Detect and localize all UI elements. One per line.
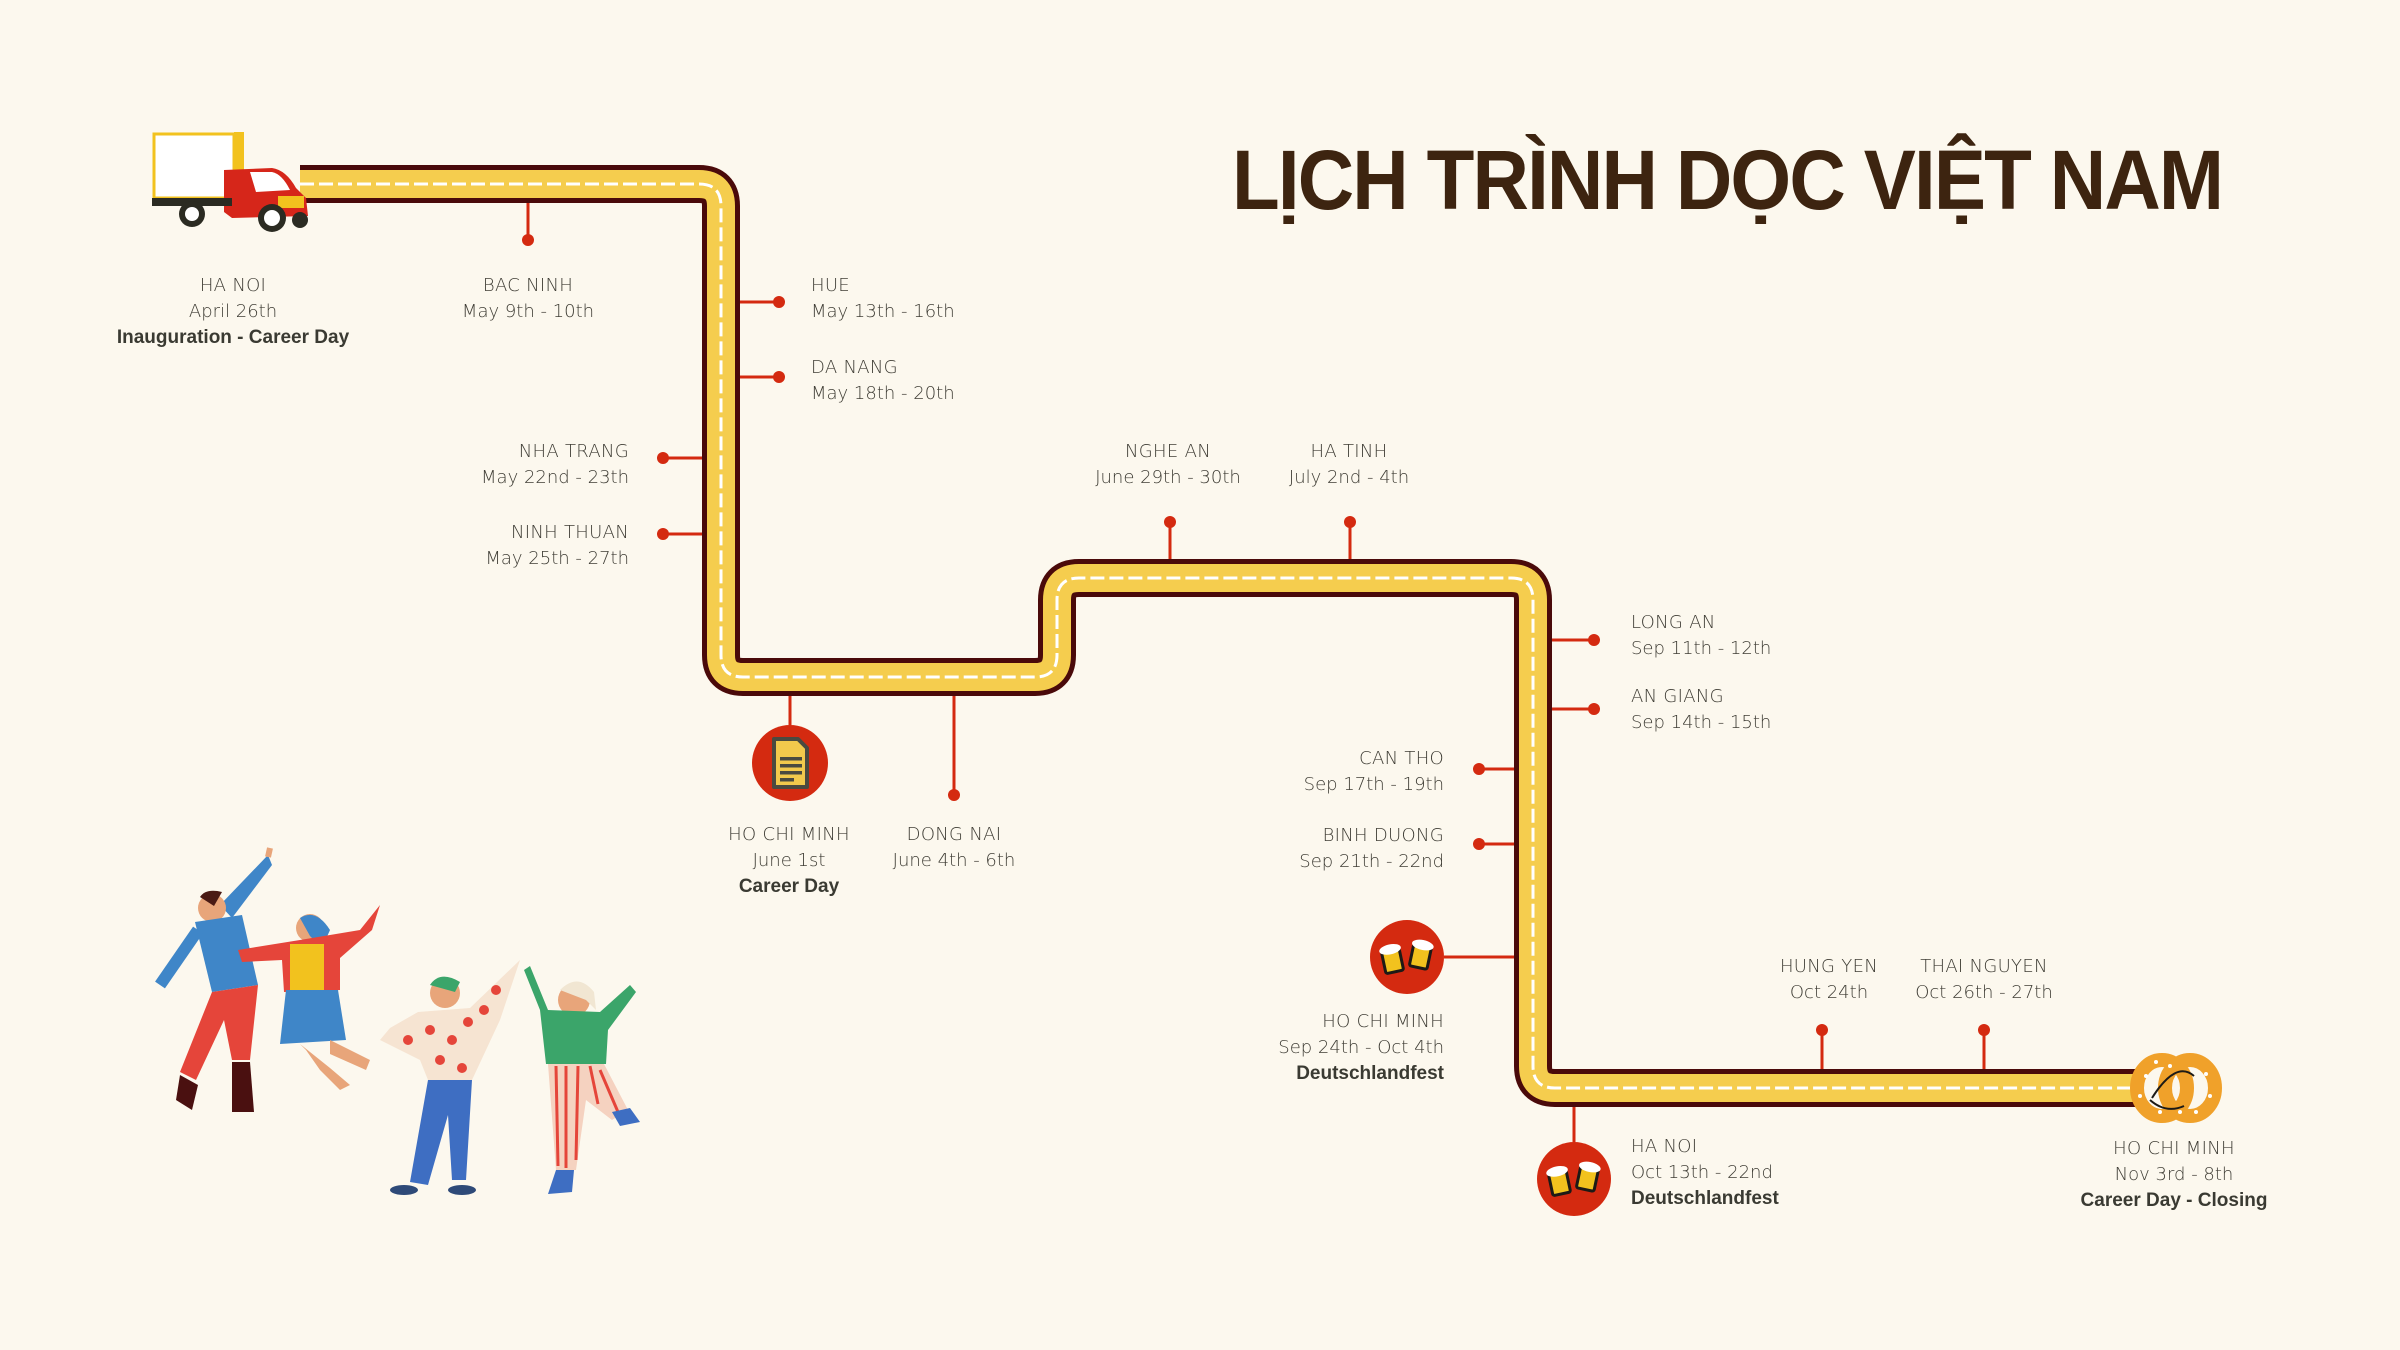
stop-label: BINH DUONG Sep 21th - 22nd	[1299, 823, 1444, 875]
stop-event: Career Day - Closing	[2080, 1190, 2268, 1211]
stop-city: LONG AN	[1631, 612, 1716, 633]
stop-date: June 4th - 6th	[892, 850, 1016, 871]
stop-date: May 9th - 10th	[461, 301, 595, 322]
stop-date: Oct 13th - 22nd	[1631, 1162, 1773, 1183]
stop-dot	[1816, 1024, 1828, 1036]
stop-event: Deutschlandfest	[1296, 1063, 1444, 1084]
stop-date: Oct 26th - 27th	[1915, 982, 2053, 1003]
stop-date: Sep 21th - 22nd	[1299, 851, 1444, 872]
stop-event: Career Day	[738, 876, 840, 897]
stop-dot	[1588, 634, 1600, 646]
pretzel-icon	[2130, 1053, 2222, 1123]
stop-dot	[1344, 516, 1356, 528]
stop-dot	[773, 296, 785, 308]
stop-city: NGHE AN	[1125, 441, 1211, 462]
stop-dot	[948, 789, 960, 801]
stop-dot	[657, 528, 669, 540]
stop-event: Deutschlandfest	[1631, 1188, 1779, 1209]
stop-label: BAC NINH May 9th - 10th	[462, 273, 594, 325]
document-icon	[752, 725, 828, 801]
stop-label: HA NOI April 26th Inauguration - Career …	[117, 273, 349, 351]
stop-label: HUE May 13th - 16th	[811, 273, 955, 325]
stop-city: DONG NAI	[906, 824, 1002, 845]
stop-dot	[1473, 763, 1485, 775]
stop-date: Sep 17th - 19th	[1303, 774, 1444, 795]
stop-label: HUNG YEN Oct 24th	[1780, 954, 1878, 1006]
stop-label: DA NANG May 18th - 20th	[811, 355, 955, 407]
stop-date: Sep 14th - 15th	[1631, 712, 1772, 733]
person-icon	[238, 905, 380, 1090]
stop-date: Nov 3rd - 8th	[2114, 1164, 2234, 1185]
truck-icon	[152, 132, 308, 232]
stop-label: NHA TRANG May 22nd - 23th	[481, 439, 629, 491]
dancing-people-illustration	[155, 847, 640, 1195]
stop-date: Oct 24th	[1789, 982, 1869, 1003]
stop-label: HA TINH July 2nd - 4th	[1289, 439, 1409, 491]
stop-label: NINH THUAN May 25th - 27th	[485, 520, 629, 572]
stop-city: AN GIANG	[1631, 686, 1724, 707]
stop-dot	[1473, 838, 1485, 850]
stop-label: THAI NGUYEN Oct 26th - 27th	[1915, 954, 2053, 1006]
stop-label: CAN THO Sep 17th - 19th	[1304, 746, 1444, 798]
stop-date: Sep 11th - 12th	[1631, 638, 1772, 659]
stop-city: HO CHI MINH	[2113, 1138, 2235, 1159]
stop-label: HO CHI MINH June 1st Career Day	[728, 822, 850, 900]
stop-label: HA NOI Oct 13th - 22nd Deutschlandfest	[1631, 1134, 1779, 1212]
stop-dot	[1978, 1024, 1990, 1036]
stop-city: HA NOI	[1631, 1136, 1698, 1157]
person-icon	[380, 960, 520, 1195]
beer-mugs-icon	[1537, 1142, 1611, 1216]
stop-city: CAN THO	[1359, 748, 1444, 769]
person-icon	[155, 847, 273, 1112]
stop-city: BINH DUONG	[1322, 825, 1444, 846]
stop-dot	[773, 371, 785, 383]
person-icon	[524, 966, 640, 1194]
stop-label: LONG AN Sep 11th - 12th	[1631, 610, 1771, 662]
stop-city: NINH THUAN	[511, 522, 629, 543]
stop-dots	[522, 234, 1990, 1036]
stop-label: DONG NAI June 4th - 6th	[893, 822, 1016, 874]
stop-dot	[522, 234, 534, 246]
stop-city: THAI NGUYEN	[1920, 956, 2048, 977]
stop-city: HA TINH	[1310, 441, 1388, 462]
stop-date: Sep 24th - Oct 4th	[1278, 1037, 1444, 1058]
stop-date: June 1st	[752, 850, 826, 871]
road	[300, 165, 2140, 1107]
stop-city: NHA TRANG	[518, 441, 629, 462]
beer-mugs-icon	[1370, 920, 1444, 994]
stop-city: BAC NINH	[482, 275, 574, 296]
stop-label: AN GIANG Sep 14th - 15th	[1631, 684, 1771, 736]
stop-label: NGHE AN June 29th - 30th	[1095, 439, 1241, 491]
stop-city: HUE	[811, 275, 850, 296]
stop-dot	[1164, 516, 1176, 528]
stop-city: HO CHI MINH	[1322, 1011, 1444, 1032]
stop-label: HO CHI MINH Nov 3rd - 8th Career Day - C…	[2081, 1136, 2268, 1214]
stop-label: HO CHI MINH Sep 24th - Oct 4th Deutschla…	[1278, 1009, 1444, 1087]
stop-city: DA NANG	[811, 357, 898, 378]
stop-date: July 2nd - 4th	[1288, 467, 1410, 488]
stop-dot	[657, 452, 669, 464]
stop-date: May 13th - 16th	[811, 301, 955, 322]
stop-date: May 25th - 27th	[485, 548, 629, 569]
stop-city: HUNG YEN	[1779, 956, 1879, 977]
stop-dot	[1588, 703, 1600, 715]
page-title: LỊCH TRÌNH DỌC VIỆT NAM	[1232, 133, 2224, 227]
stop-date: May 22nd - 23th	[481, 467, 629, 488]
stop-date: April 26th	[188, 301, 278, 322]
stop-city: HO CHI MINH	[728, 824, 850, 845]
stop-date: May 18th - 20th	[811, 383, 955, 404]
stop-event: Inauguration - Career Day	[116, 327, 350, 348]
stop-date: June 29th - 30th	[1095, 467, 1241, 488]
stop-city: HA NOI	[199, 275, 267, 296]
